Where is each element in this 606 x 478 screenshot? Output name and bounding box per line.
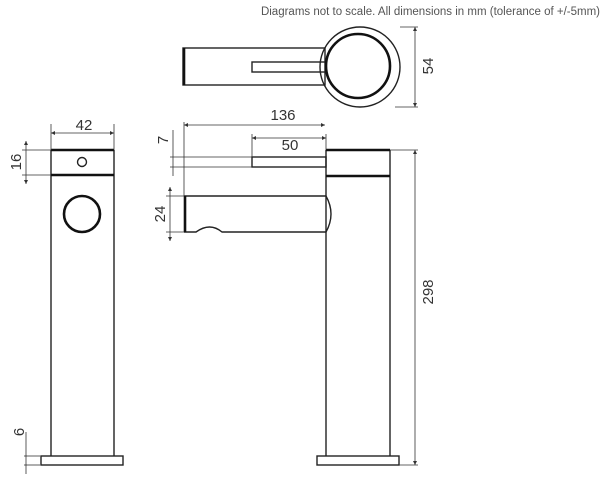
side-view-spout (184, 195, 332, 233)
dim-lever-length: 50 (282, 137, 299, 154)
side-view: 136 50 7 24 298 (152, 107, 437, 466)
dim-base-height: 6 (11, 428, 28, 436)
front-view-indicator-dot (76, 156, 88, 168)
front-view-base (40, 455, 124, 466)
top-view: 54 (182, 26, 437, 108)
scale-note: Diagrams not to scale. All dimensions in… (260, 6, 600, 18)
side-view-lever (251, 156, 327, 168)
dim-front-width: 42 (76, 117, 93, 134)
top-view-lever-slot (251, 61, 331, 73)
dim-top-depth: 54 (420, 58, 437, 75)
top-view-body-circle (324, 32, 392, 100)
top-view-outer-ring (319, 26, 401, 108)
front-view: 42 16 6 (8, 117, 124, 474)
dim-front-top-band: 16 (8, 154, 25, 171)
top-view-spout (182, 47, 326, 86)
dim-total-height: 298 (420, 279, 437, 304)
side-view-base (316, 455, 400, 466)
dim-lever-height: 7 (155, 136, 172, 144)
dim-spout-reach: 136 (270, 107, 295, 124)
front-view-handle-circle (62, 194, 102, 234)
dim-spout-height: 24 (152, 206, 169, 223)
